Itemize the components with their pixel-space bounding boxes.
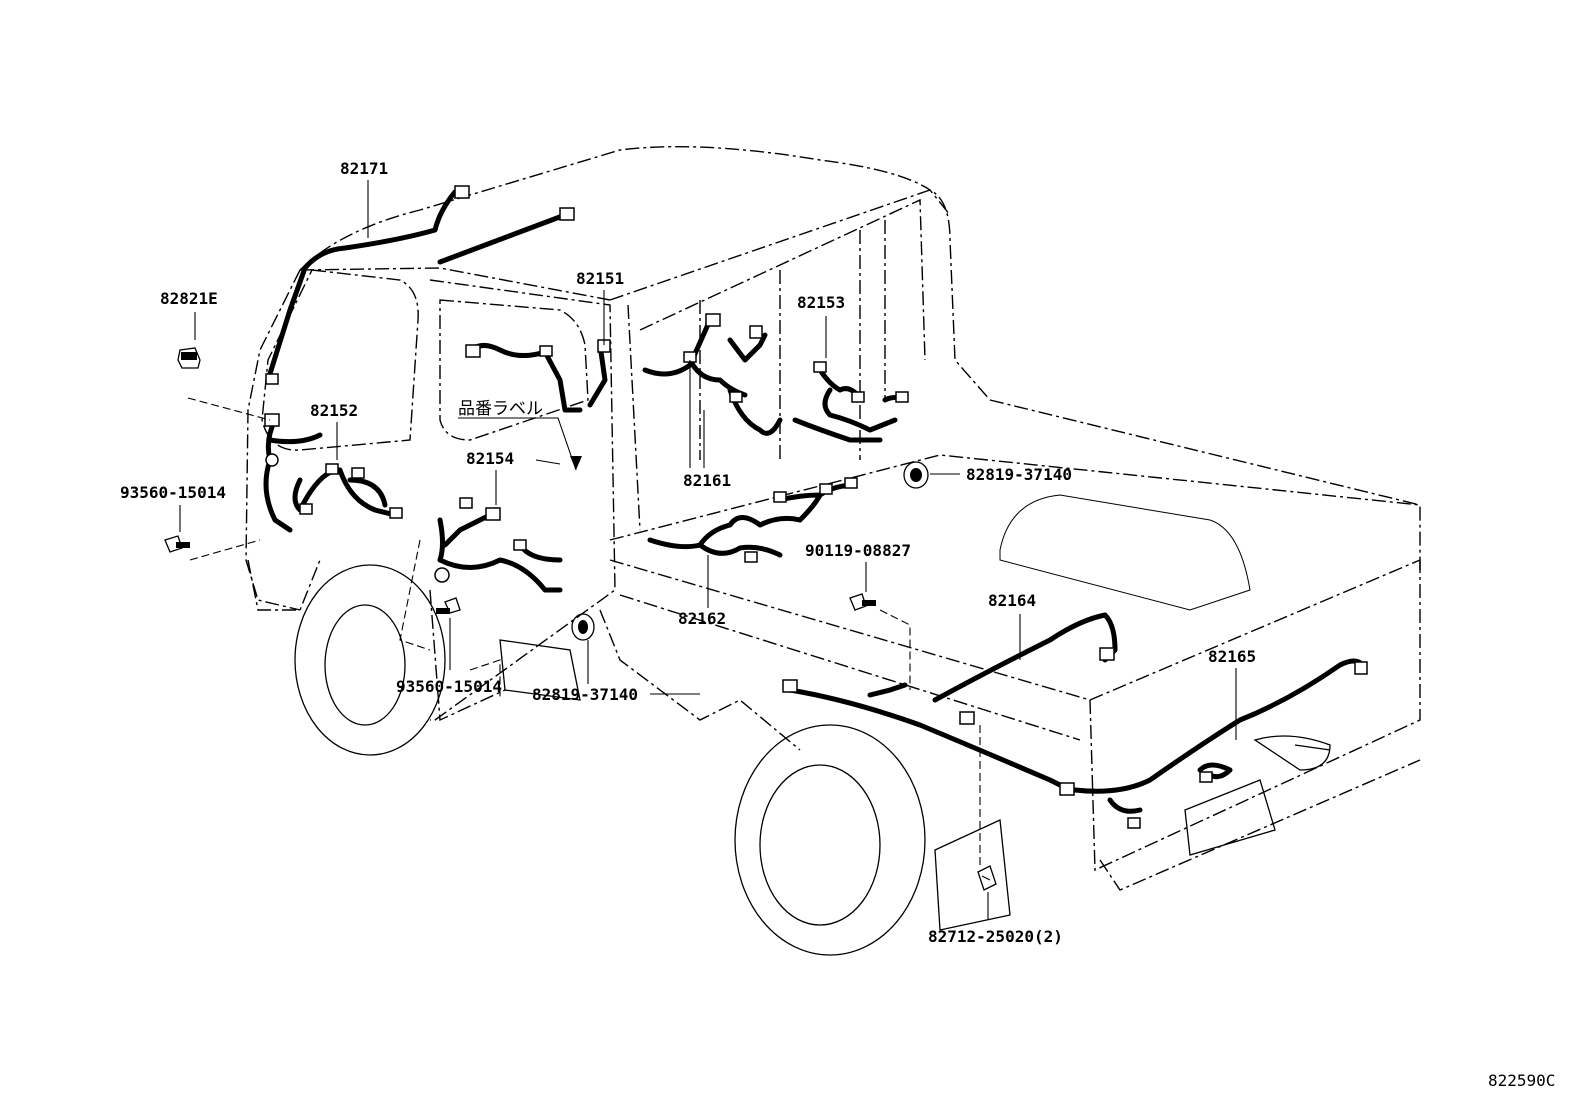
label-82153: 82153 <box>797 293 845 312</box>
label-82161: 82161 <box>683 471 731 490</box>
label-82151: 82151 <box>576 269 624 288</box>
harness-roof-82171 <box>265 185 575 385</box>
harness-floor-82154 <box>434 497 563 593</box>
rear-wheel <box>734 724 926 956</box>
label-82162: 82162 <box>678 609 726 628</box>
label-90119-08827: 90119-08827 <box>805 541 911 560</box>
label-93560-15014-lower: 93560-15014 <box>396 677 502 696</box>
label-82819-37140-upper: 82819-37140 <box>966 465 1072 484</box>
label-82821E: 82821E <box>160 289 218 308</box>
label-82712-25020: 82712-25020(2) <box>928 927 1063 946</box>
truck-body-outline <box>245 145 1421 891</box>
harness-bed-82162 <box>647 477 858 563</box>
part-90119-bolt <box>849 593 876 611</box>
part-82821E-relay <box>177 347 201 369</box>
part-82819-grommet-b <box>571 613 595 641</box>
part-labels: 82171 82821E 82151 82153 82152 品番ラベル 821… <box>120 159 1555 1090</box>
part-93560-bolt-a <box>164 535 190 553</box>
part-82819-grommet-a <box>903 461 929 489</box>
harness-bed-82164 <box>932 612 1118 725</box>
part-82712-clip <box>977 865 997 891</box>
harness-frame-82165 <box>782 658 1368 829</box>
mud-flaps <box>499 639 1276 931</box>
label-82171: 82171 <box>340 159 388 178</box>
label-82154: 82154 <box>466 449 514 468</box>
label-82819-37140-lower: 82819-37140 <box>532 685 638 704</box>
leader-lines <box>179 180 1237 920</box>
harness-door-82151 <box>465 339 611 413</box>
harness-front-82152 <box>263 413 403 533</box>
label-93560-15014-left: 93560-15014 <box>120 483 226 502</box>
harness-rear-wall-82153 <box>792 361 909 443</box>
harness-rear-wall-82161 <box>642 313 783 436</box>
label-82164: 82164 <box>988 591 1036 610</box>
part-93560-bolt-b <box>436 597 461 614</box>
reference-code: 822590C <box>1488 1071 1555 1090</box>
label-part-number-label-jp: 品番ラベル <box>458 399 543 419</box>
front-wheel <box>294 564 446 756</box>
label-82165: 82165 <box>1208 647 1256 666</box>
label-82152: 82152 <box>310 401 358 420</box>
